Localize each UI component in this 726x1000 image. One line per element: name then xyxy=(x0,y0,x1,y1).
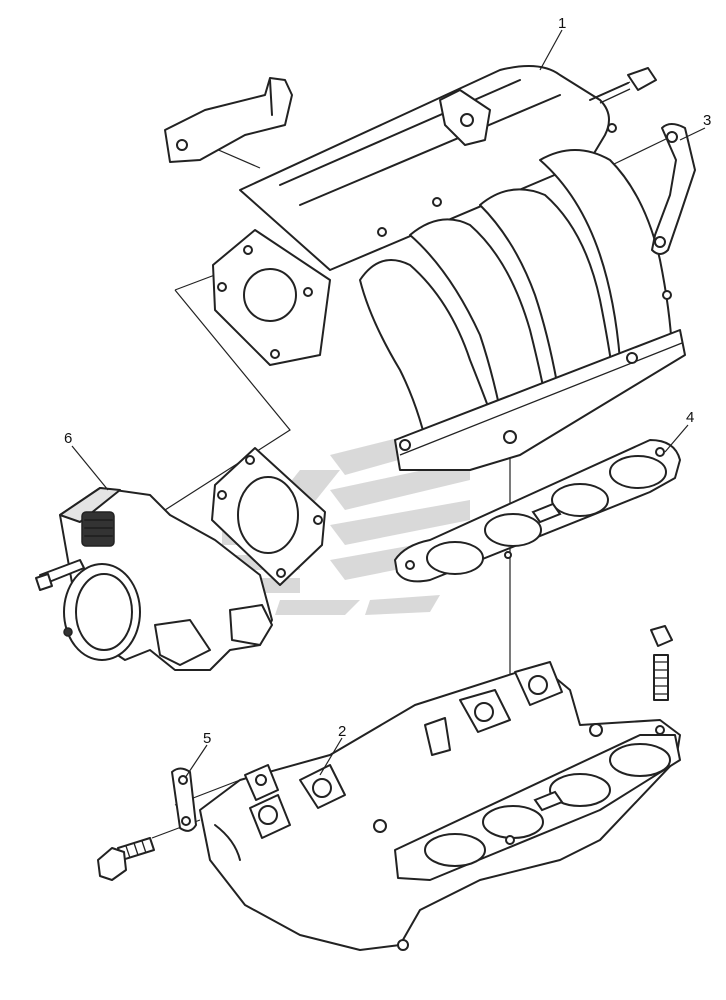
bolt-top xyxy=(589,67,657,104)
callout-4: 4 xyxy=(686,409,694,426)
throttle-gasket xyxy=(211,447,326,586)
stud-nut xyxy=(650,625,673,701)
callout-2: 2 xyxy=(338,723,346,740)
lower-intake-manifold xyxy=(199,661,681,951)
upper-intake-manifold xyxy=(212,65,686,471)
callout-5: 5 xyxy=(203,730,211,747)
bolt-bottom xyxy=(97,837,155,881)
small-plate xyxy=(171,767,197,832)
callout-1: 1 xyxy=(558,15,566,32)
throttle-body xyxy=(39,487,273,671)
top-bracket xyxy=(164,77,293,163)
bolt-throttle xyxy=(35,573,53,591)
callout-3: 3 xyxy=(703,112,711,129)
support-bracket xyxy=(651,123,696,255)
manifold-gasket xyxy=(394,439,681,583)
callout-leaders xyxy=(71,29,706,779)
callout-6: 6 xyxy=(64,430,72,447)
